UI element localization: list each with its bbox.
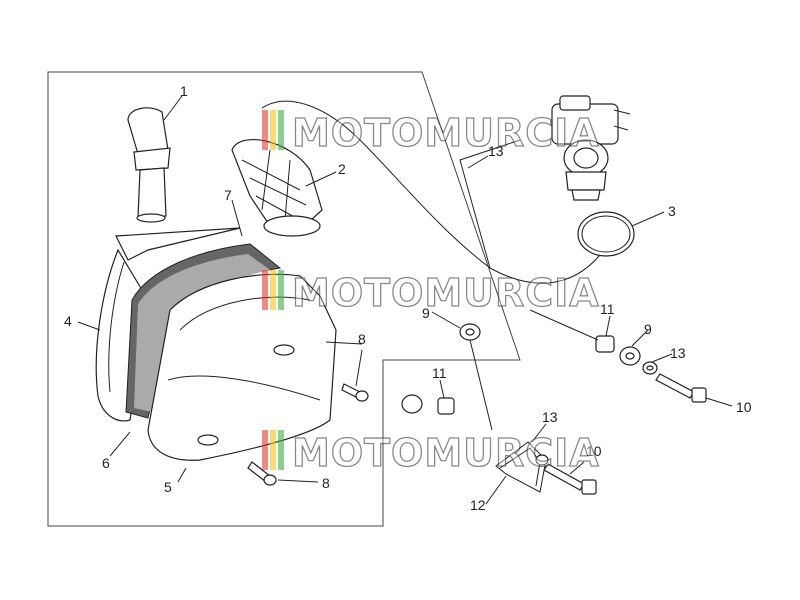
hose-line [459,139,521,269]
callout-7: 7 [224,187,232,203]
callout-1: 1 [180,83,188,99]
callout-11a: 11 [600,301,615,317]
callout-10a: 10 [736,399,752,415]
callout-9b: 9 [644,321,652,337]
callout-labels: 1 2 3 4 5 6 7 8 8 9 9 10 10 11 11 12 13 … [64,83,752,513]
callout-3: 3 [668,203,676,219]
callout-12: 12 [470,497,486,513]
part-8-screw-lower [247,461,277,486]
part-12-bracket [495,441,547,493]
watermark-stripe [270,270,276,310]
callout-5: 5 [164,479,172,495]
callout-9a: 9 [422,305,430,321]
watermark-text: MOTOMURCIA [292,431,600,475]
part-9-grommet-right [619,346,641,366]
part-1-intake-elbow [127,107,171,223]
watermark-stripe [270,110,276,150]
callout-8a: 8 [358,331,366,347]
part-13-washer-right [642,361,658,375]
callout-6: 6 [102,455,110,471]
watermark-text: MOTOMURCIA [292,271,600,315]
hose-clamp-ring [577,211,635,257]
watermark-stripe [278,430,284,470]
assembly-frame [47,71,521,527]
watermark-top: MOTOMURCIA [262,110,600,156]
watermark-middle: MOTOMURCIA [262,270,600,316]
part-8-screw-upper [341,383,369,402]
callout-13a: 13 [488,143,504,159]
part-10-bolt-right [655,373,707,403]
part-3-throttle-body [551,95,631,201]
watermark-stripe [262,430,268,470]
watermark-text: MOTOMURCIA [292,111,600,155]
part-9-grommet-middle [459,323,481,341]
watermark-stripe [270,430,276,470]
watermark-stripe [262,270,268,310]
part-2-mesh-duct [231,139,323,237]
callout-4: 4 [64,313,72,329]
callout-8b: 8 [322,475,330,491]
watermark-stripe [262,110,268,150]
callout-10b: 10 [586,443,602,459]
hose-clamp-ring-inner [581,215,631,253]
callout-11b: 11 [432,365,447,381]
part-11-spacer-right [595,335,615,353]
watermark-bottom: MOTOMURCIA [262,430,600,476]
part-5-filter-housing [147,273,337,461]
watermark-stripe [278,270,284,310]
callout-13c: 13 [542,409,558,425]
callout-13b: 13 [670,345,686,361]
part-13-washer-bottom [535,454,549,466]
part-10-bolt-bottom [543,463,597,495]
watermark-stripe [278,110,284,150]
leader-lines [77,95,733,505]
callout-2: 2 [338,161,346,177]
part-11-bushing-middle [401,394,455,415]
hose-loop [261,100,601,284]
